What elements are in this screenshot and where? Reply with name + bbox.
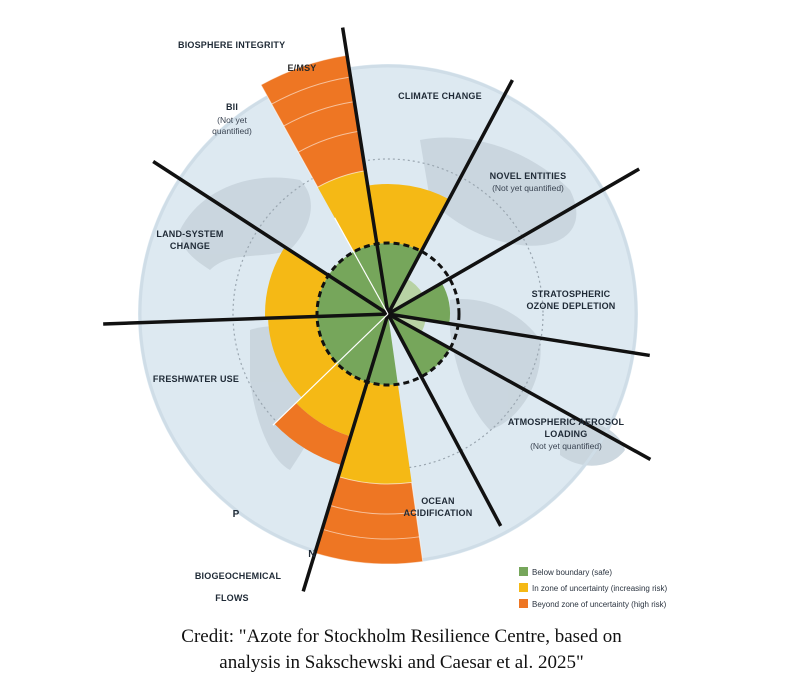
biogeochemical-p-uncertainty bbox=[295, 363, 368, 437]
label-ocean-1: OCEAN bbox=[421, 496, 455, 506]
label-novel-entities-sub: (Not yet quantified) bbox=[492, 183, 564, 193]
divider-line-2 bbox=[387, 167, 641, 316]
wedge-band-line-1 bbox=[283, 101, 355, 127]
label-ocean-2: ACIDIFICATION bbox=[404, 508, 473, 518]
outer-dotted-ring bbox=[232, 158, 544, 470]
label-freshwater: FRESHWATER USE bbox=[153, 374, 239, 384]
divider-line-5 bbox=[386, 313, 503, 527]
label-bii-sub-1: (Not yet bbox=[217, 115, 247, 125]
planetary-boundaries-diagram: BIOSPHERE INTEGRITY E/MSY BII (Not yet q… bbox=[103, 27, 668, 609]
novel-entities-safe bbox=[388, 278, 423, 314]
biogeochemical-n-uncertainty bbox=[338, 381, 412, 484]
biogeochemical-p-high-risk bbox=[274, 402, 351, 466]
label-land-system-2: CHANGE bbox=[170, 241, 210, 251]
climate-change-safe bbox=[376, 243, 422, 314]
label-n: N bbox=[308, 549, 315, 560]
safe-boundary-circle bbox=[315, 241, 461, 387]
label-e-msy: E/MSY bbox=[287, 63, 316, 73]
stratospheric-ozone-safe bbox=[388, 283, 450, 324]
biosphere-bii-safe bbox=[328, 251, 388, 314]
label-p: P bbox=[233, 509, 240, 520]
divider-line-3 bbox=[387, 312, 651, 358]
credit-line-1: Credit: "Azote for Stockholm Resilience … bbox=[181, 626, 622, 647]
label-stratospheric-1: STRATOSPHERIC bbox=[532, 289, 611, 299]
biogeochemical-n-safe bbox=[367, 314, 398, 385]
label-bii-sub-2: quantified) bbox=[212, 126, 252, 136]
legend-swatch-uncertainty bbox=[519, 583, 528, 592]
wedge-band-line-0 bbox=[298, 130, 360, 153]
label-novel-entities: NOVEL ENTITIES bbox=[490, 171, 567, 181]
label-aerosol-sub: (Not yet quantified) bbox=[530, 441, 602, 451]
divider-line-8 bbox=[152, 160, 389, 316]
divider-line-4 bbox=[387, 312, 652, 461]
divider-line-1 bbox=[386, 79, 514, 315]
label-aerosol-1: ATMOSPHERIC AEROSOL bbox=[508, 417, 625, 427]
wedge-band-line-3 bbox=[329, 504, 416, 515]
credit-line-2: analysis in Sakschewski and Caesar et al… bbox=[219, 652, 584, 673]
legend-label-safe: Below boundary (safe) bbox=[532, 568, 612, 577]
wedges-layer bbox=[260, 54, 451, 565]
freshwater-uncertainty bbox=[268, 316, 337, 398]
ocean-acidification-safe bbox=[388, 314, 451, 377]
land-system-uncertainty bbox=[265, 247, 329, 319]
divider-line-10 bbox=[272, 313, 389, 426]
legend-label-uncertainty: In zone of uncertainty (increasing risk) bbox=[532, 584, 668, 593]
label-flows: FLOWS bbox=[215, 593, 249, 603]
divider-line-0 bbox=[340, 27, 390, 315]
wedge-band-line-2 bbox=[271, 76, 351, 105]
label-biosphere-integrity: BIOSPHERE INTEGRITY bbox=[178, 40, 285, 50]
legend-swatch-safe bbox=[519, 567, 528, 576]
divider-line-9 bbox=[334, 217, 389, 315]
biosphere-emsy-uncertainty bbox=[317, 170, 377, 252]
label-stratospheric-2: OZONE DEPLETION bbox=[526, 301, 615, 311]
wedge-band-line-4 bbox=[322, 528, 420, 540]
divider-line-7 bbox=[103, 312, 389, 326]
label-aerosol-2: LOADING bbox=[545, 429, 588, 439]
label-bii: BII bbox=[226, 102, 238, 112]
dividers-layer bbox=[103, 27, 652, 592]
land-system-safe bbox=[316, 275, 388, 317]
label-climate-change: CLIMATE CHANGE bbox=[398, 91, 482, 101]
label-biogeochemical: BIOGEOCHEMICAL bbox=[195, 571, 282, 581]
legend-label-high-risk: Beyond zone of uncertainty (high risk) bbox=[532, 600, 667, 609]
divider-line-6 bbox=[301, 313, 390, 592]
label-land-system-1: LAND-SYSTEM bbox=[156, 229, 223, 239]
legend-swatch-high-risk bbox=[519, 599, 528, 608]
freshwater-safe bbox=[317, 314, 388, 364]
biogeochemical-p-safe bbox=[336, 314, 388, 382]
legend: Below boundary (safe) In zone of uncerta… bbox=[519, 567, 668, 609]
